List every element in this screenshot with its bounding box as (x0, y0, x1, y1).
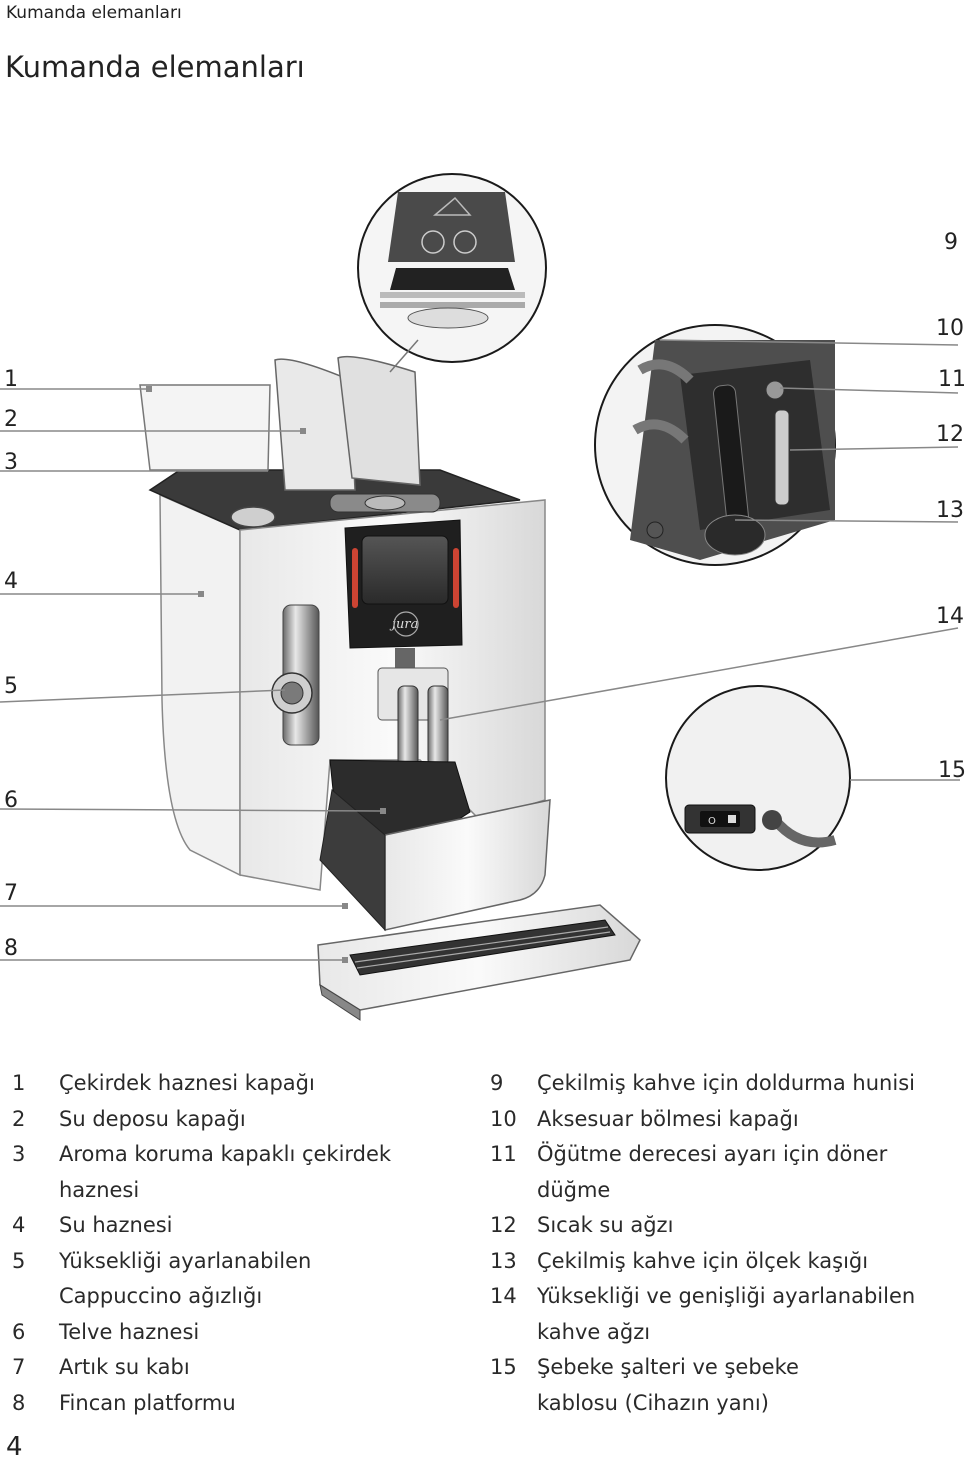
legend-text: Öğütme derecesi ayarı için döner düğme (537, 1142, 888, 1202)
legend-item: 15 Şebeke şalteri ve şebeke kablosu (Ciha… (490, 1350, 870, 1421)
legend-item: 7 Artık su kabı (12, 1350, 452, 1386)
legend-number: 2 (12, 1106, 26, 1131)
legend-text: Fincan platformu (59, 1390, 236, 1415)
legend-item: 14 Yüksekliği ve genişliği ayarlanabilen … (490, 1279, 945, 1350)
bean-container-lid (139, 384, 271, 471)
drip-tray-front (384, 799, 551, 931)
legend-text: Su deposu kapağı (59, 1106, 246, 1131)
callout-4: 4 (4, 569, 18, 594)
legend-item: 1 Çekirdek haznesi kapağı (12, 1066, 452, 1102)
legend-number: 1 (12, 1071, 26, 1095)
callout-6: 6 (4, 788, 18, 813)
legend-item: 10 Aksesuar bölmesi kapağı (490, 1102, 950, 1138)
legend-right: 9 Çekilmiş kahve için doldurma hunisi 10 A… (490, 1066, 950, 1421)
detail-circle-accessory-compartment (594, 324, 836, 566)
machine-side-panel (159, 493, 241, 877)
legend-number: 10 (490, 1106, 517, 1131)
legend-text: Sıcak su ağzı (537, 1213, 674, 1237)
detail-circle-funnel (357, 173, 547, 363)
legend-text: Aksesuar bölmesi kapağı (537, 1106, 799, 1131)
legend-number: 12 (490, 1213, 517, 1237)
callout-2: 2 (4, 407, 18, 432)
callout-5: 5 (4, 674, 18, 699)
legend-item: 11 Öğütme derecesi ayarı için döner düğme (490, 1137, 950, 1208)
callout-14: 14 (936, 604, 964, 629)
running-header: Kumanda elemanları (6, 3, 182, 23)
callout-15: 15 (938, 758, 966, 783)
legend-item: 12 Sıcak su ağzı (490, 1208, 950, 1244)
page-number: 4 (6, 1432, 23, 1462)
legend-text: Çekilmiş kahve için ölçek kaşığı (537, 1248, 869, 1273)
legend-text: Telve haznesi (59, 1319, 200, 1344)
svg-text:O: O (708, 816, 716, 827)
legend-number: 14 (490, 1284, 517, 1308)
legend-text: Su haznesi (59, 1213, 173, 1237)
legend-item: 4 Su haznesi (12, 1208, 452, 1244)
legend-number: 13 (490, 1248, 517, 1273)
callout-9: 9 (944, 230, 958, 255)
callout-1: 1 (4, 367, 18, 392)
callout-8: 8 (4, 936, 18, 961)
legend-text: Artık su kabı (59, 1355, 190, 1379)
legend-text: Yüksekliği ayarlanabilen Cappuccino ağız… (59, 1248, 312, 1309)
legend-item: 5 Yüksekliği ayarlanabilen Cappuccino ağı… (12, 1244, 412, 1315)
page-title: Kumanda elemanları (5, 50, 305, 84)
legend-item: 3 Aroma koruma kapaklı çekirdek haznesi (12, 1137, 452, 1208)
legend-number: 5 (12, 1248, 26, 1273)
jura-logo: jura (389, 617, 418, 632)
legend-item: 8 Fincan platformu (12, 1386, 452, 1422)
legend-number: 3 (12, 1142, 26, 1166)
callout-12: 12 (936, 422, 964, 447)
legend-item: 13 Çekilmiş kahve için ölçek kaşığı (490, 1244, 950, 1280)
legend-number: 6 (12, 1319, 26, 1344)
legend-number: 11 (490, 1142, 517, 1166)
legend-item: 2 Su deposu kapağı (12, 1102, 452, 1138)
legend-item: 6 Telve haznesi (12, 1315, 452, 1351)
legend-text: Şebeke şalteri ve şebeke kablosu (Cihazı… (537, 1355, 799, 1415)
legend-text: Çekirdek haznesi kapağı (59, 1071, 315, 1095)
callout-11: 11 (938, 367, 966, 392)
legend-left: 1 Çekirdek haznesi kapağı 2 Su deposu kapa… (12, 1066, 452, 1421)
callout-3: 3 (4, 450, 18, 475)
legend-number: 8 (12, 1390, 26, 1415)
legend-number: 9 (490, 1071, 504, 1095)
legend-text: Yüksekliği ve genişliği ayarlanabilen ka… (537, 1284, 916, 1344)
callout-10: 10 (936, 316, 964, 341)
coffee-machine-illustration: jura (0, 173, 960, 1021)
callout-7: 7 (4, 881, 18, 906)
legend-item: 9 Çekilmiş kahve için doldurma hunisi (490, 1066, 950, 1102)
legend-text: Aroma koruma kapaklı çekirdek haznesi (59, 1142, 392, 1202)
aroma-lid (337, 355, 421, 486)
detail-circle-power-switch: O (665, 685, 851, 871)
legend-number: 4 (12, 1213, 26, 1237)
legend-number: 7 (12, 1355, 26, 1379)
callout-13: 13 (936, 498, 964, 523)
legend-number: 15 (490, 1355, 517, 1379)
legend-text: Çekilmiş kahve için doldurma hunisi (537, 1071, 915, 1095)
